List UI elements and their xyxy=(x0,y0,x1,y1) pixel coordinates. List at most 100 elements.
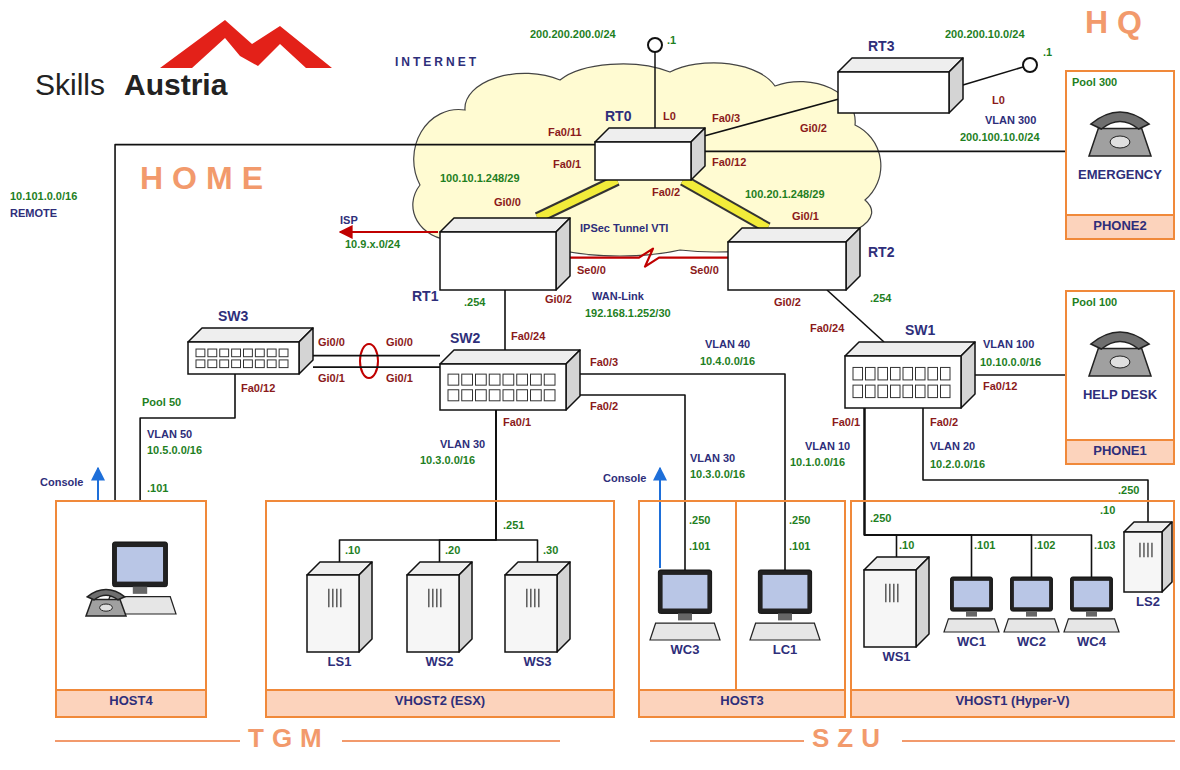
side-face xyxy=(556,218,570,290)
device-name: WS2 xyxy=(425,655,453,670)
ip-address: .102 xyxy=(1034,539,1055,552)
side-face xyxy=(566,350,580,410)
router-shape xyxy=(440,218,570,290)
switch-port xyxy=(941,367,951,379)
server: LS1 xyxy=(307,562,372,652)
vent-slit xyxy=(889,584,890,602)
monitor xyxy=(113,542,168,587)
ip-address: Pool 50 xyxy=(142,396,181,409)
keyboard xyxy=(944,619,999,632)
ip-address: 10.9.x.0/24 xyxy=(345,238,400,251)
device-name: LC1 xyxy=(773,643,798,658)
ip-address: 10.5.0.0/16 xyxy=(147,444,202,457)
port-name: Gi0/1 xyxy=(386,372,413,385)
port-name: Fa0/1 xyxy=(553,158,581,171)
front-face xyxy=(440,364,566,410)
ip-address: .103 xyxy=(1094,539,1115,552)
device-name: SW2 xyxy=(450,330,480,346)
switch-port xyxy=(503,374,514,385)
ip-address: .251 xyxy=(503,519,524,532)
vent-slit xyxy=(1147,543,1148,557)
switch-port xyxy=(244,360,253,368)
port-name: Se0/0 xyxy=(690,264,719,277)
switch-port xyxy=(531,390,542,401)
switch-port xyxy=(916,367,926,379)
monitor-stand xyxy=(1086,611,1097,617)
isp-arrow xyxy=(340,231,438,233)
host-name: HOST3 xyxy=(720,694,763,709)
port-name: Fa0/1 xyxy=(832,416,860,429)
ip-address: .30 xyxy=(543,544,558,557)
router: RT1 xyxy=(440,218,570,290)
network-link xyxy=(865,408,972,577)
network-link xyxy=(440,410,497,562)
port-name: Fa0/3 xyxy=(712,112,740,125)
side-face xyxy=(916,557,929,647)
switch-port xyxy=(255,349,264,357)
switch: SW1 xyxy=(845,342,975,408)
top-face xyxy=(595,128,705,142)
console-arrow xyxy=(97,468,99,500)
server: WS2 xyxy=(407,562,472,652)
loopback-circle xyxy=(648,38,662,52)
network-link xyxy=(705,99,838,136)
keyboard xyxy=(1004,619,1059,632)
side-face xyxy=(299,328,313,374)
port-name: Fa0/24 xyxy=(810,322,844,335)
phone-panel: Pool 300EMERGENCYPHONE2 xyxy=(1065,70,1175,240)
host-box: VHOST1 (Hyper-V)WS1WC1WC2WC4LS2 xyxy=(850,500,1175,718)
ip-address: .1 xyxy=(667,34,676,47)
vent-slit xyxy=(530,589,531,607)
network-link xyxy=(340,410,497,562)
pc-icon xyxy=(1004,577,1059,632)
front-face xyxy=(728,242,846,290)
device-name: WC2 xyxy=(1017,635,1046,650)
loopback-wire xyxy=(963,67,1023,85)
device-name: WS1 xyxy=(882,650,910,665)
keyboard xyxy=(650,623,720,640)
loopback-wire xyxy=(654,52,656,128)
ip-address: .10 xyxy=(345,544,360,557)
switch-port xyxy=(196,360,205,368)
vlan-label: VLAN 20 xyxy=(930,440,975,453)
ip-address: .10 xyxy=(899,539,914,552)
device-name: WC4 xyxy=(1077,635,1106,650)
server-icon xyxy=(1124,522,1172,592)
side-face xyxy=(961,342,975,408)
side-face xyxy=(949,58,963,113)
side-face xyxy=(359,562,372,652)
console-arrow xyxy=(659,468,661,568)
vlan-label: ISP xyxy=(340,214,358,227)
ip-address: 200.200.10.0/24 xyxy=(945,28,1025,41)
network-link xyxy=(580,374,785,570)
ip-address: 10.1.0.0/16 xyxy=(790,456,845,469)
phone-dial xyxy=(1110,136,1130,148)
switch-port xyxy=(544,374,555,385)
host-box: VHOST2 (ESX)LS1WS2WS3 xyxy=(265,500,615,718)
ip-address: 10.4.0.0/16 xyxy=(700,355,755,368)
network-link xyxy=(975,374,1065,376)
router: RT0 xyxy=(595,128,705,180)
monitor xyxy=(758,570,811,613)
phone-base xyxy=(1089,129,1151,157)
switch-port xyxy=(891,367,901,379)
vent-slit xyxy=(336,589,337,607)
switch-port xyxy=(208,360,217,368)
front-face xyxy=(595,142,691,180)
server-icon xyxy=(307,562,372,652)
vent-slit xyxy=(1151,543,1152,557)
zone-line xyxy=(902,740,1175,742)
switch-port xyxy=(279,349,288,357)
phone-icon xyxy=(1089,326,1151,376)
port-name: Gi0/0 xyxy=(318,336,345,349)
vent-slit xyxy=(328,589,329,607)
ipsec-tunnel xyxy=(683,180,768,228)
monitor-stand xyxy=(966,611,977,617)
switch-port xyxy=(531,374,542,385)
switch-port xyxy=(878,367,888,379)
switch-port xyxy=(903,367,913,379)
switch-port xyxy=(503,390,514,401)
switch-port xyxy=(232,349,241,357)
network-link xyxy=(496,410,538,562)
switch: SW2 xyxy=(440,350,580,410)
